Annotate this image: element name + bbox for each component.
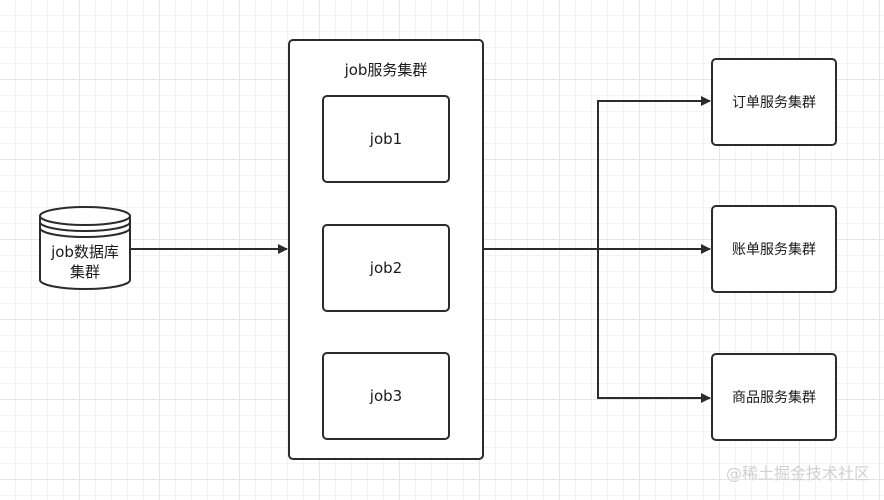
job1-node: job1 <box>322 95 450 183</box>
order-service-cluster-node: 订单服务集群 <box>711 58 837 146</box>
database-label: job数据库 集群 <box>40 242 130 282</box>
database-label-line1: job数据库 <box>51 243 119 261</box>
job3-node: job3 <box>322 352 450 440</box>
watermark: @稀土掘金技术社区 <box>725 464 870 483</box>
job2-node: job2 <box>322 224 450 312</box>
bill-service-label: 账单服务集群 <box>732 242 816 258</box>
database-cylinder-icon <box>39 206 131 290</box>
goods-service-cluster-node: 商品服务集群 <box>711 353 837 441</box>
job3-label: job3 <box>369 387 403 405</box>
job-cluster-title: job服务集群 <box>344 61 428 79</box>
job2-label: job2 <box>369 259 403 277</box>
order-service-label: 订单服务集群 <box>732 95 816 111</box>
database-label-line2: 集群 <box>69 263 100 281</box>
goods-service-label: 商品服务集群 <box>732 390 816 406</box>
bill-service-cluster-node: 账单服务集群 <box>711 205 837 293</box>
job1-label: job1 <box>369 130 403 148</box>
